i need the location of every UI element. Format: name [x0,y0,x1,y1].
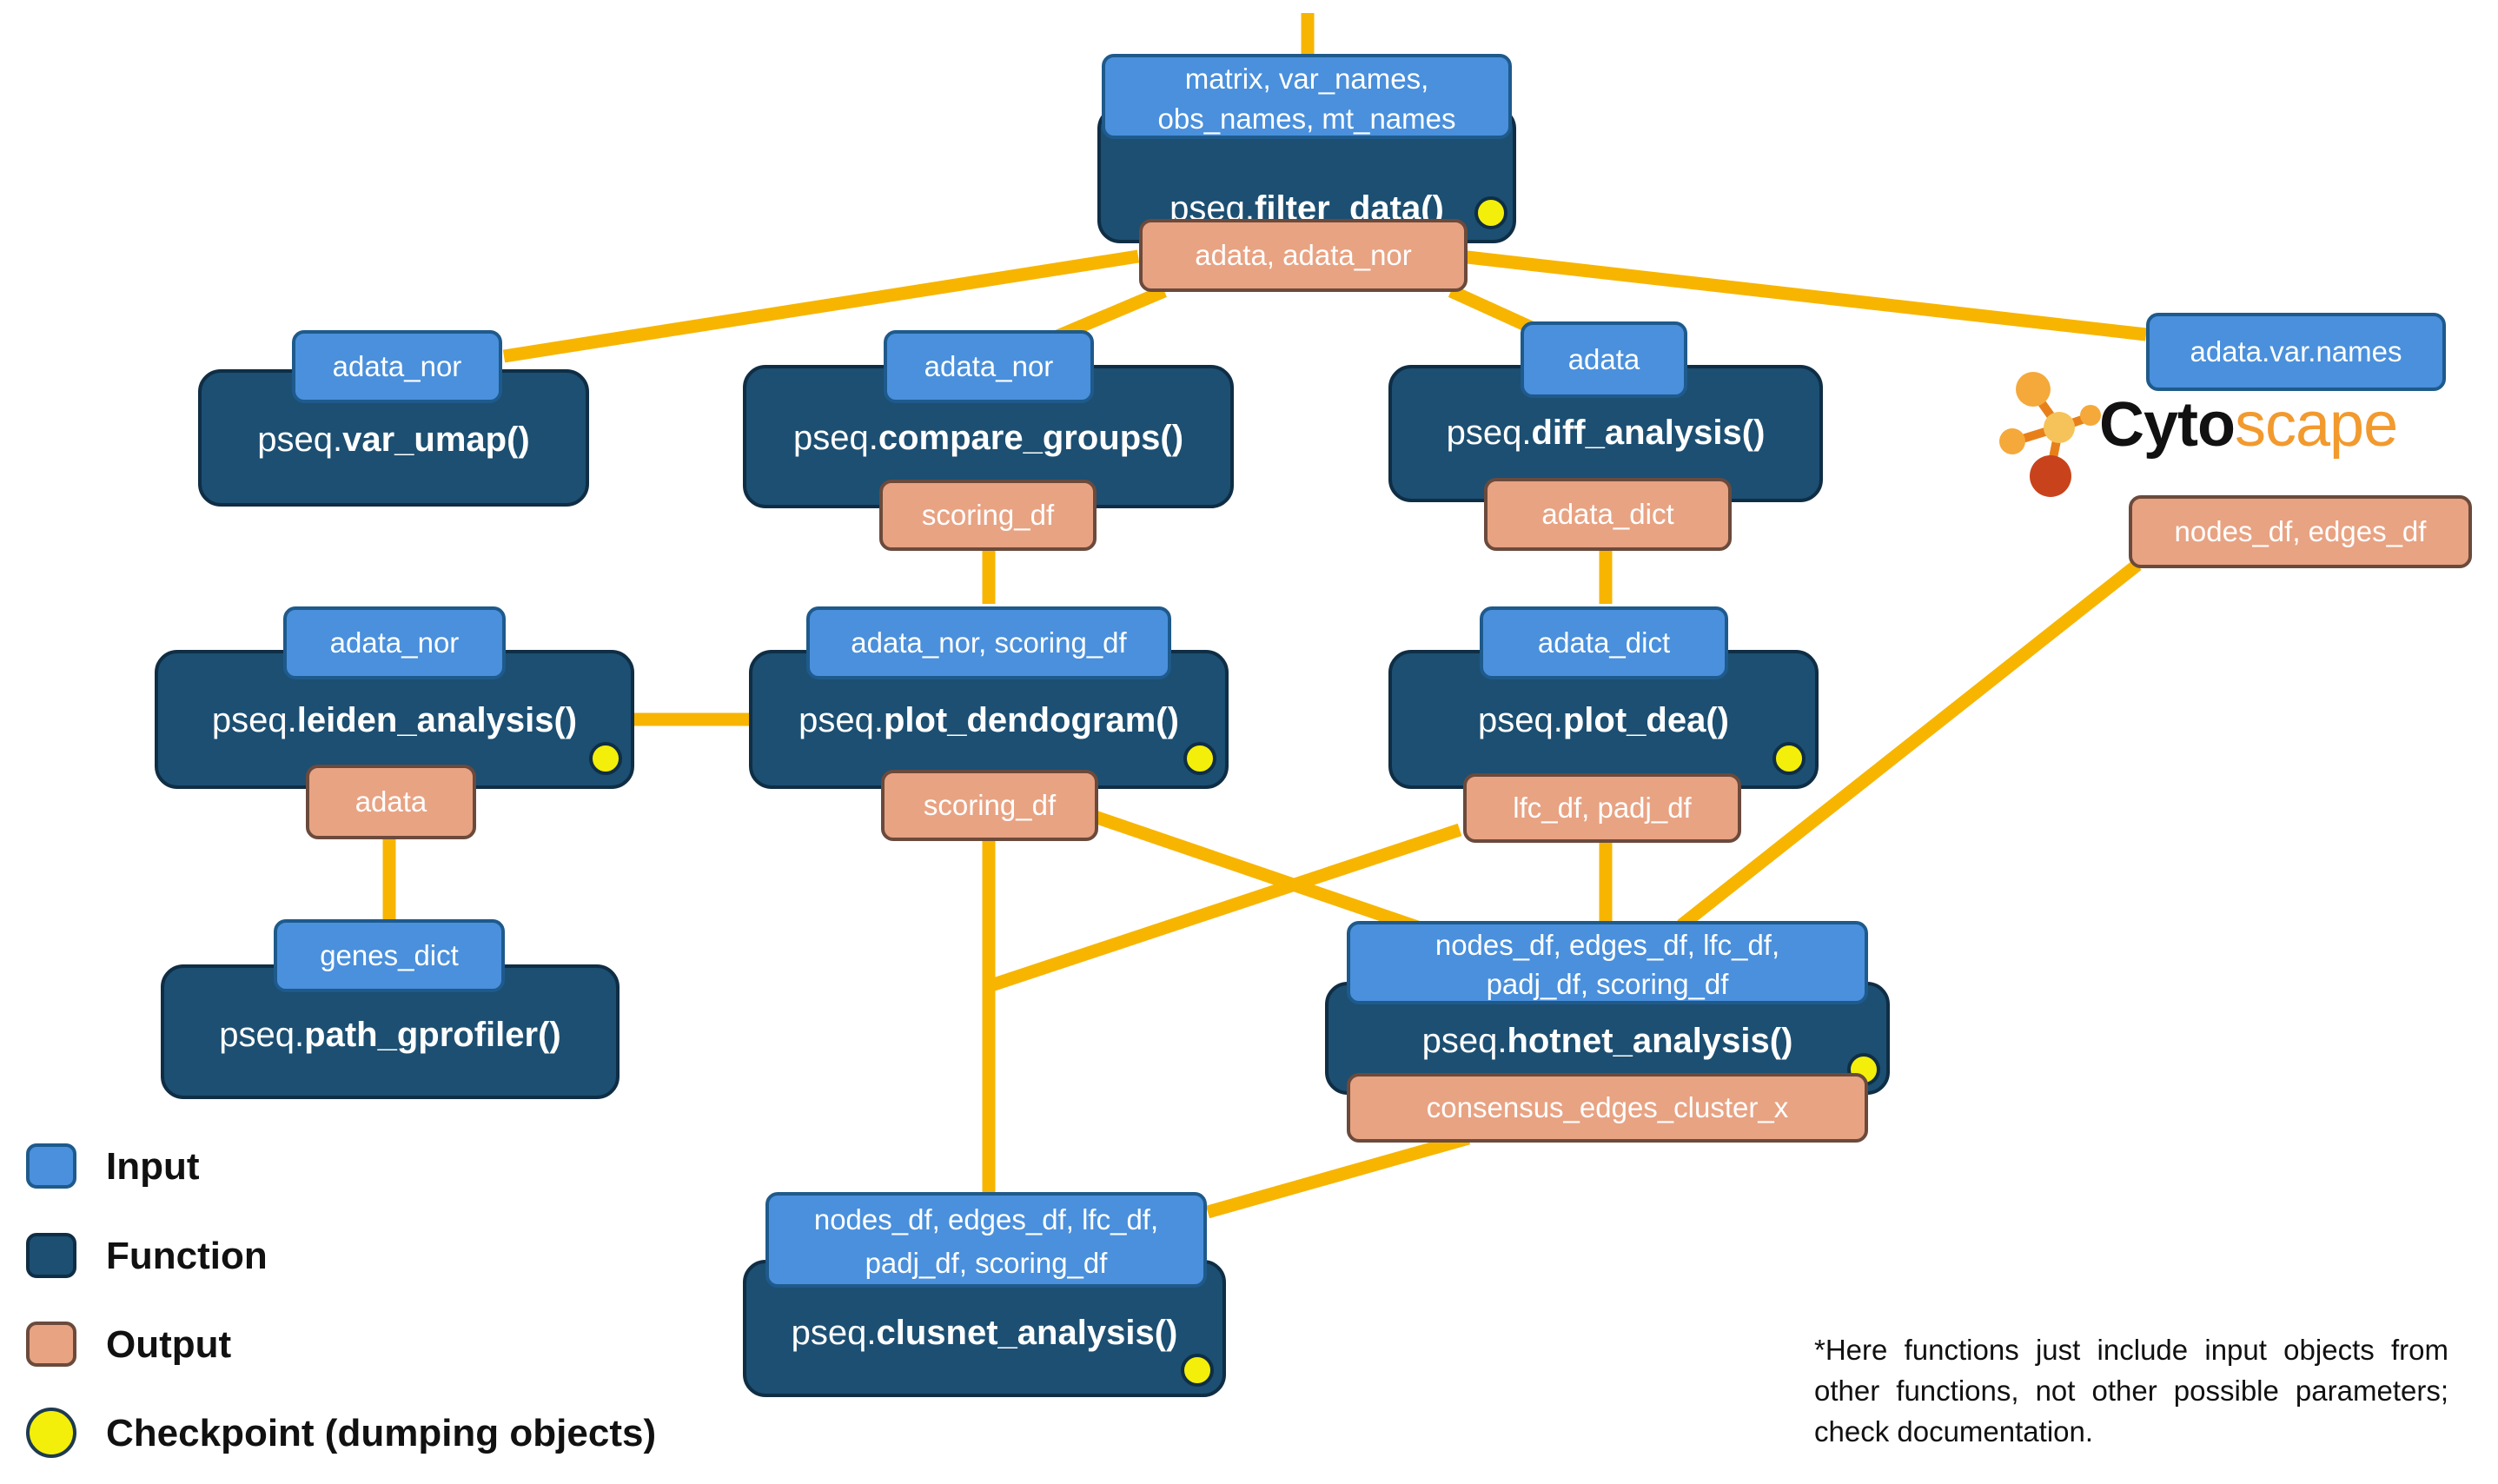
input-box: adata_nor, scoring_df [806,606,1171,679]
connector-hotnet-clusnet [1205,1131,1471,1219]
cytoscape-logo: Cytoscape [1998,356,2498,513]
output-box: scoring_df [879,480,1097,551]
connector-plotdea-clusnet [986,823,1462,993]
input-box: matrix, var_names, obs_names, mt_names [1102,54,1512,139]
checkpoint-icon [1183,742,1216,775]
footnote: *Here functions just include input objec… [1814,1334,2448,1448]
function-label: pseq.plot_dendogram() [798,701,1179,739]
function-label: pseq.leiden_analysis() [211,701,578,739]
checkpoint-icon [1772,742,1806,775]
legend-input-swatch [26,1143,76,1189]
connector-filter-varumap [502,249,1140,363]
legend-checkpoint-swatch [26,1408,76,1458]
legend-input-label: Input [106,1145,200,1188]
cytoscape-wordmark: Cytoscape [2099,390,2398,460]
function-label: pseq.plot_dea() [1478,701,1729,739]
legend-function-label: Function [106,1235,268,1277]
input-box: adata_nor [283,606,506,679]
checkpoint-icon [1181,1354,1214,1387]
output-box: adata [306,765,476,839]
plot-dendogram-node: pseq.plot_dendogram() adata_nor, scoring… [749,606,1231,845]
legend-function-swatch [26,1233,76,1278]
cytoscape-output-box: nodes_df, edges_df [2129,495,2472,568]
function-label: pseq.hotnet_analysis() [1421,1022,1793,1060]
clusnet-analysis-node: pseq.clusnet_analysis() nodes_df, edges_… [743,1192,1229,1399]
input-box: genes_dict [274,919,505,992]
input-box: adata [1521,321,1687,398]
input-box: adata_dict [1480,606,1728,679]
output-box: scoring_df [881,770,1098,841]
checkpoint-icon [589,742,622,775]
input-box: nodes_df, edges_df, lfc_df, padj_df, sco… [765,1192,1207,1288]
legend-output-swatch [26,1322,76,1367]
function-label: pseq.var_umap() [257,421,530,459]
compare-groups-node: pseq.compare_groups() adata_nor scoring_… [743,330,1234,552]
output-box: adata, adata_nor [1139,219,1468,292]
function-label: pseq.clusnet_analysis() [791,1314,1178,1352]
legend-output-label: Output [106,1323,232,1366]
output-box: lfc_df, padj_df [1463,773,1741,843]
input-box: adata_nor [292,330,502,403]
function-label: pseq.path_gprofiler() [219,1016,561,1054]
cytoscape-input-box: adata.var.names [2146,313,2446,391]
plot-dea-node: pseq.plot_dea() adata_dict lfc_df, padj_… [1388,606,1823,845]
function-label: pseq.diff_analysis() [1446,414,1766,452]
leiden-analysis-node: pseq.leiden_analysis() adata_nor adata [155,606,637,841]
diff-analysis-node: pseq.diff_analysis() adata adata_dict [1388,321,1823,552]
connector-dendogram-hotnet [1092,810,1428,937]
input-box: nodes_df, edges_df, lfc_df, padj_df, sco… [1347,921,1868,1004]
hotnet-analysis-node: pseq.hotnet_analysis() nodes_df, edges_d… [1325,921,1894,1143]
input-box: adata_nor [884,330,1094,403]
connector-filter-cytoscape [1459,249,2147,341]
connector-cytoscape-hotnet [1677,560,2142,931]
legend-checkpoint-label: Checkpoint (dumping objects) [106,1412,657,1454]
output-box: adata_dict [1484,478,1732,551]
filter-data-node: pseq.filter_data() matrix, var_names, ob… [1097,54,1519,293]
path-gprofiler-node: pseq.path_gprofiler() genes_dict [161,919,621,1102]
function-label: pseq.compare_groups() [792,419,1184,457]
checkpoint-icon [1474,196,1507,229]
cytoscape-network-icon [1999,372,2101,497]
var-umap-node: pseq.var_umap() adata_nor [198,330,589,508]
output-box: consensus_edges_cluster_x [1347,1073,1868,1143]
